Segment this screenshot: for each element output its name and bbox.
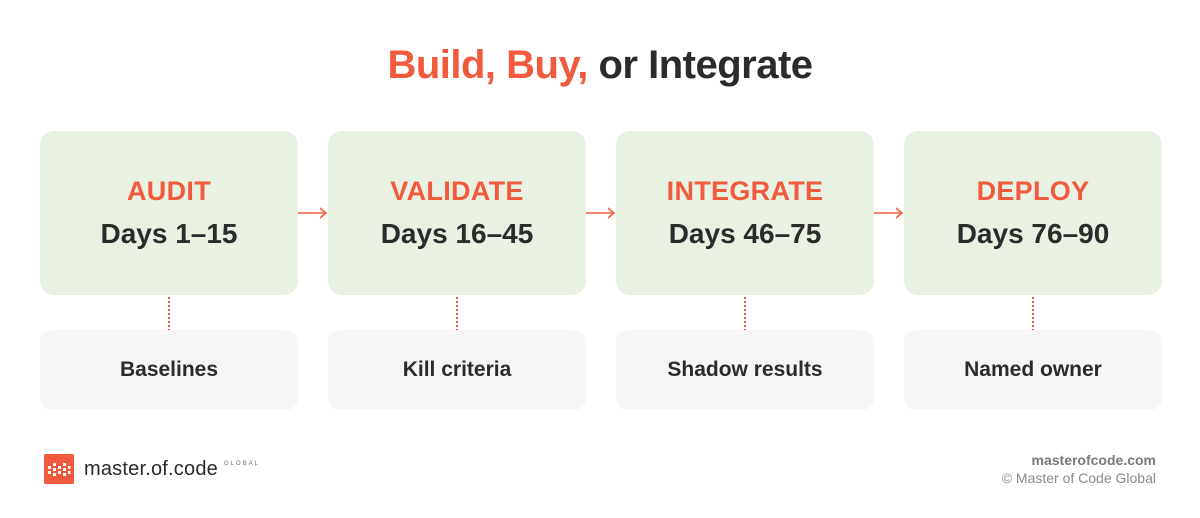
stage-days: Days 46–75	[668, 218, 822, 249]
stage-days: Days 16–45	[380, 218, 534, 249]
arrow-right-icon	[298, 207, 328, 219]
stage-card-audit: AUDIT Days 1–15	[40, 131, 298, 295]
arrow-right-icon	[586, 207, 616, 219]
logo-subtext: GLOBAL	[223, 461, 260, 467]
outcome-label: Named owner	[964, 358, 1102, 381]
logo-wordmark: master.of.code	[84, 457, 218, 480]
stage-name: VALIDATE	[390, 176, 524, 206]
stage-days: Days 76–90	[956, 218, 1110, 249]
stage-name: DEPLOY	[976, 176, 1090, 206]
dotted-connector	[1032, 297, 1036, 331]
stage-name: INTEGRATE	[666, 176, 824, 206]
dotted-connector	[168, 297, 172, 331]
title-build: Build,	[387, 43, 496, 87]
outcome-label: Baselines	[119, 358, 219, 381]
company-logo: master.of.code GLOBAL	[44, 454, 260, 484]
dotted-connector	[456, 297, 460, 331]
footer-credits: masterofcode.com © Master of Code Global	[1002, 451, 1156, 487]
arrow-right-icon	[874, 207, 904, 219]
stage-days: Days 1–15	[100, 218, 238, 249]
dotted-connector	[744, 297, 748, 331]
page-title: Build, Buy, or Integrate	[0, 40, 1200, 90]
outcome-card-named-owner: Named owner	[904, 330, 1162, 410]
outcome-card-kill-criteria: Kill criteria	[328, 330, 586, 410]
stage-name: AUDIT	[127, 176, 211, 206]
stage-card-validate: VALIDATE Days 16–45	[328, 131, 586, 295]
outcome-card-baselines: Baselines	[40, 330, 298, 410]
outcome-label: Kill criteria	[402, 358, 512, 381]
site-domain: masterofcode.com	[1031, 452, 1156, 468]
title-buy: Buy,	[506, 43, 588, 87]
stage-card-deploy: DEPLOY Days 76–90	[904, 131, 1162, 295]
stage-card-integrate: INTEGRATE Days 46–75	[616, 131, 874, 295]
copyright-text: © Master of Code Global	[1001, 470, 1156, 486]
logo-mark-icon	[44, 454, 74, 484]
title-integrate: or Integrate	[598, 43, 814, 87]
outcome-label: Shadow results	[667, 358, 823, 381]
outcome-card-shadow-results: Shadow results	[616, 330, 874, 410]
